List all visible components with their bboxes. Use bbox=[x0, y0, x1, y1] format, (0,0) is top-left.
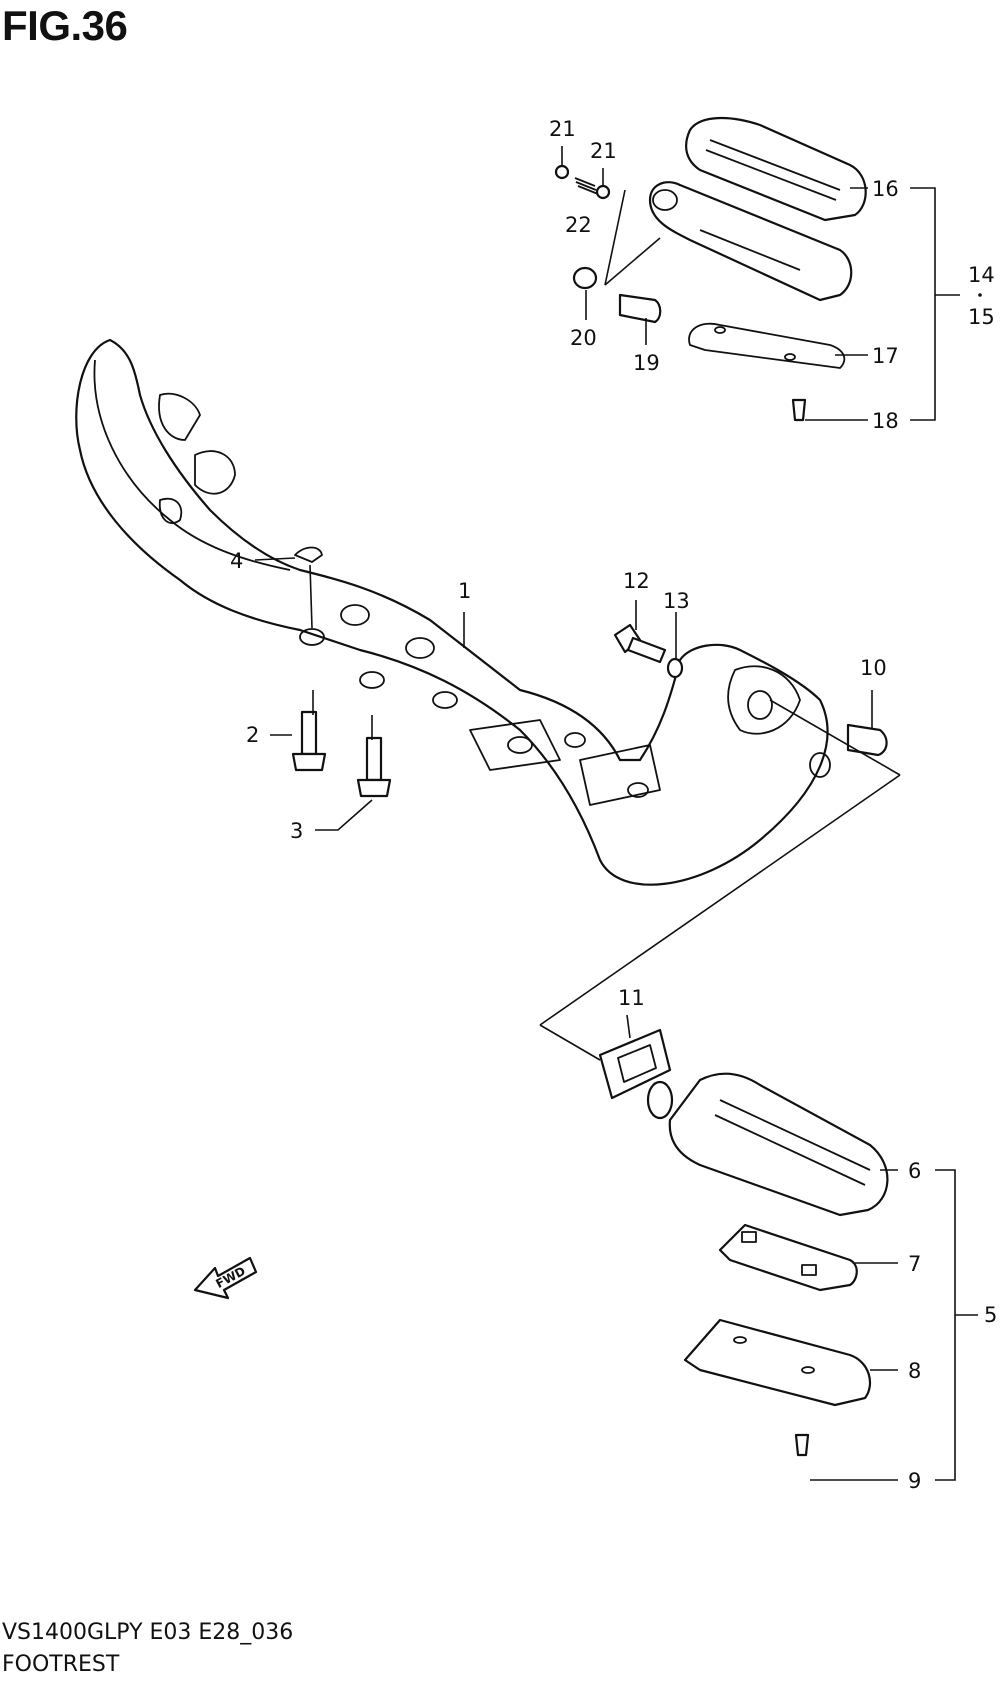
callout-7: 7 bbox=[908, 1252, 921, 1276]
callout-20: 20 bbox=[570, 326, 597, 350]
callout-21-left: 21 bbox=[549, 117, 576, 141]
callout-15: 15 bbox=[968, 305, 995, 329]
callout-6: 6 bbox=[908, 1159, 921, 1183]
callout-10: 10 bbox=[860, 656, 887, 680]
bolt-12 bbox=[613, 623, 667, 664]
callout-18: 18 bbox=[872, 409, 899, 433]
rubber-base-7 bbox=[718, 1223, 858, 1292]
callout-1: 1 bbox=[458, 579, 471, 603]
ball-21-right bbox=[595, 184, 611, 200]
figure-title: FIG.36 bbox=[2, 2, 128, 49]
callout-8: 8 bbox=[908, 1359, 921, 1383]
callout-14: 14 bbox=[968, 263, 995, 287]
screw-18 bbox=[791, 398, 807, 422]
rubber-pad-8 bbox=[683, 1318, 872, 1407]
callout-12: 12 bbox=[623, 569, 650, 593]
spring-22 bbox=[574, 177, 599, 195]
callout-17: 17 bbox=[872, 344, 899, 368]
pin-19 bbox=[618, 293, 662, 324]
footrest-assembly-lower bbox=[598, 1028, 889, 1457]
model-code: VS1400GLPY E03 E28_036 bbox=[2, 1620, 294, 1645]
leader-lines bbox=[254, 146, 978, 1481]
screw-9 bbox=[794, 1433, 810, 1457]
washer-20 bbox=[572, 266, 598, 290]
separator-dot bbox=[978, 293, 982, 297]
bolt-3 bbox=[356, 736, 392, 798]
cap-10 bbox=[846, 723, 888, 757]
assembly-name: FOOTREST bbox=[2, 1652, 120, 1677]
fwd-arrow-icon: FWD bbox=[193, 1256, 258, 1300]
ball-21-left bbox=[554, 164, 570, 180]
footrest-bracket bbox=[75, 338, 831, 886]
callout-16: 16 bbox=[872, 177, 899, 201]
footrest-assembly-upper bbox=[648, 116, 867, 369]
callout-19: 19 bbox=[633, 351, 660, 375]
callout-2: 2 bbox=[246, 723, 259, 747]
callout-labels: 1 2 3 4 5 6 7 8 9 10 11 12 13 14 15 16 1… bbox=[230, 117, 997, 1493]
callout-4: 4 bbox=[230, 549, 243, 573]
callout-13: 13 bbox=[663, 589, 690, 613]
callout-5: 5 bbox=[984, 1303, 997, 1327]
bolt-2 bbox=[291, 710, 327, 772]
callout-21-right: 21 bbox=[590, 139, 617, 163]
clip-4 bbox=[294, 546, 323, 563]
plate-11 bbox=[598, 1028, 672, 1100]
washer-13 bbox=[666, 657, 684, 679]
callout-3: 3 bbox=[290, 819, 303, 843]
callout-9: 9 bbox=[908, 1469, 921, 1493]
callout-22: 22 bbox=[565, 213, 592, 237]
callout-11: 11 bbox=[618, 986, 645, 1010]
